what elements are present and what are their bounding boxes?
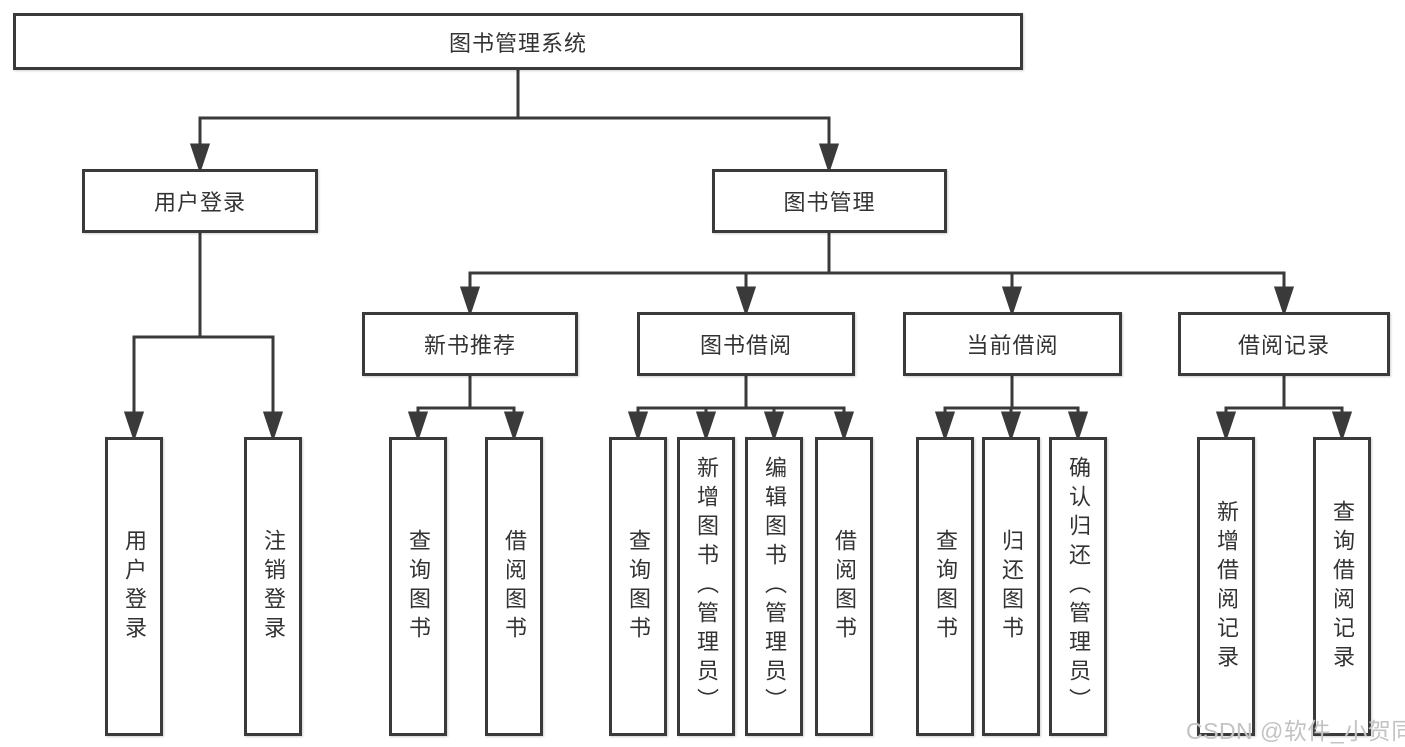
node-add-books-admin: 新增图书（管理员） bbox=[677, 437, 735, 736]
node-user-login: 用户登录 bbox=[105, 437, 163, 736]
node-library-management-system: 图书管理系统 bbox=[13, 13, 1023, 70]
node-query-borrow-record: 查询借阅记录 bbox=[1313, 437, 1371, 736]
node-query-books-recommend: 查询图书 bbox=[389, 437, 447, 736]
node-borrow-record: 借阅记录 bbox=[1178, 312, 1390, 376]
node-borrow-books: 借阅图书 bbox=[815, 437, 873, 736]
node-edit-books-admin: 编辑图书（管理员） bbox=[745, 437, 803, 736]
node-new-book-recommend: 新书推荐 bbox=[362, 312, 578, 376]
node-user-login-group: 用户登录 bbox=[82, 169, 318, 233]
node-query-books-current: 查询图书 bbox=[916, 437, 974, 736]
node-query-books-borrow: 查询图书 bbox=[609, 437, 667, 736]
node-borrow-books-recommend: 借阅图书 bbox=[485, 437, 543, 736]
node-book-borrow: 图书借阅 bbox=[637, 312, 855, 376]
node-return-books: 归还图书 bbox=[982, 437, 1040, 736]
node-confirm-return-admin: 确认归还（管理员） bbox=[1049, 437, 1107, 736]
csdn-watermark: CSDN @软件_小贺同学 bbox=[1186, 718, 1405, 744]
node-logout: 注销登录 bbox=[244, 437, 302, 736]
node-current-borrow: 当前借阅 bbox=[903, 312, 1122, 376]
node-add-borrow-record: 新增借阅记录 bbox=[1197, 437, 1255, 736]
node-book-management: 图书管理 bbox=[712, 169, 947, 233]
